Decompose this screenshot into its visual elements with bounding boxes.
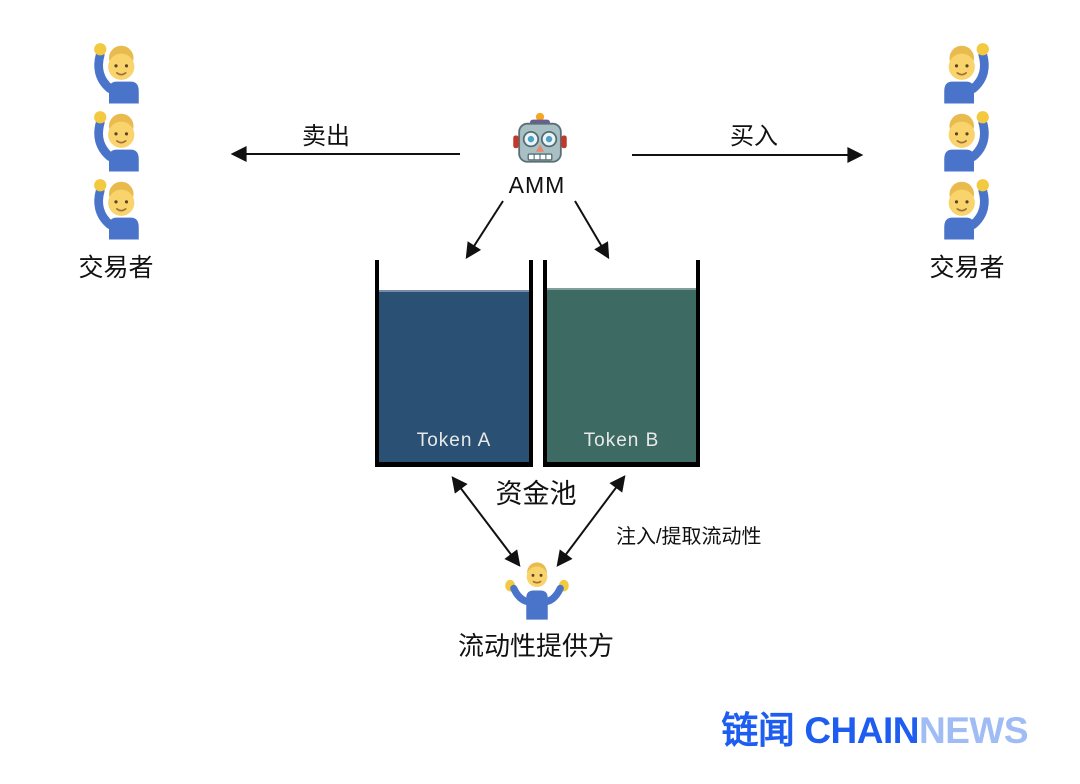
- token-a-label: Token A: [416, 430, 492, 451]
- logo-cn-text: 链闻: [721, 710, 795, 751]
- pool-label: 资金池: [495, 479, 577, 509]
- raising-hand-icon: [88, 176, 144, 240]
- raising-hand-icon: [939, 176, 995, 240]
- token-b-label: Token B: [583, 430, 660, 451]
- traders-right-group: 交易者: [923, 40, 1011, 284]
- buy-arrow-label: 买入: [730, 123, 778, 150]
- token-b-tank: Token B: [543, 260, 700, 467]
- sell-arrow-label: 卖出: [302, 123, 350, 150]
- liquidity-action-label: 注入/提取流动性: [616, 526, 762, 548]
- logo-en-secondary-text: NEWS: [919, 710, 1029, 751]
- amm-label: AMM: [508, 172, 566, 198]
- token-a-liquid: Token A: [379, 290, 529, 462]
- traders-right-label: 交易者: [929, 254, 1005, 282]
- robot-icon: [511, 110, 569, 170]
- liquidity-provider-label: 流动性提供方: [457, 631, 614, 661]
- token-a-tank: Token A: [375, 260, 533, 467]
- raising-hand-icon: [939, 40, 995, 104]
- shrug-icon: [503, 562, 571, 620]
- amm-to-token-b-arrow: [574, 200, 610, 260]
- logo-en-primary-text: CHAIN: [804, 710, 919, 751]
- token-b-liquid: Token B: [547, 288, 696, 462]
- raising-hand-icon: [88, 40, 144, 104]
- raising-hand-icon: [939, 108, 995, 172]
- traders-left-label: 交易者: [78, 254, 154, 282]
- traders-left-group: 交易者: [72, 40, 160, 284]
- amm-to-token-a-arrow: [465, 200, 504, 260]
- raising-hand-icon: [88, 108, 144, 172]
